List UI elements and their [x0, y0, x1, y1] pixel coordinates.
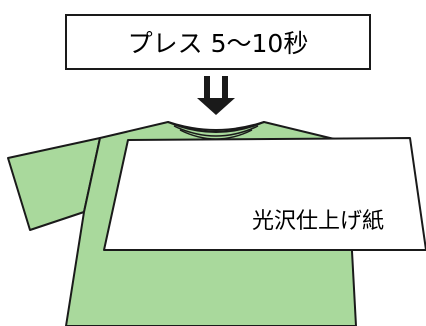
- paper-sheet-shape: [103, 137, 426, 251]
- t-shirt-collar: [167, 121, 265, 133]
- title-box-frame: [65, 14, 371, 70]
- title-text: プレス 5〜10秒: [128, 29, 309, 58]
- title-box: プレス 5〜10秒: [65, 14, 371, 70]
- glossy-paper-sheet: 光沢仕上げ紙: [103, 137, 426, 251]
- paper-sheet-label: 光沢仕上げ紙: [252, 209, 384, 234]
- t-shirt-collar-inner: [173, 125, 259, 137]
- double-down-arrow-icon: [197, 76, 235, 115]
